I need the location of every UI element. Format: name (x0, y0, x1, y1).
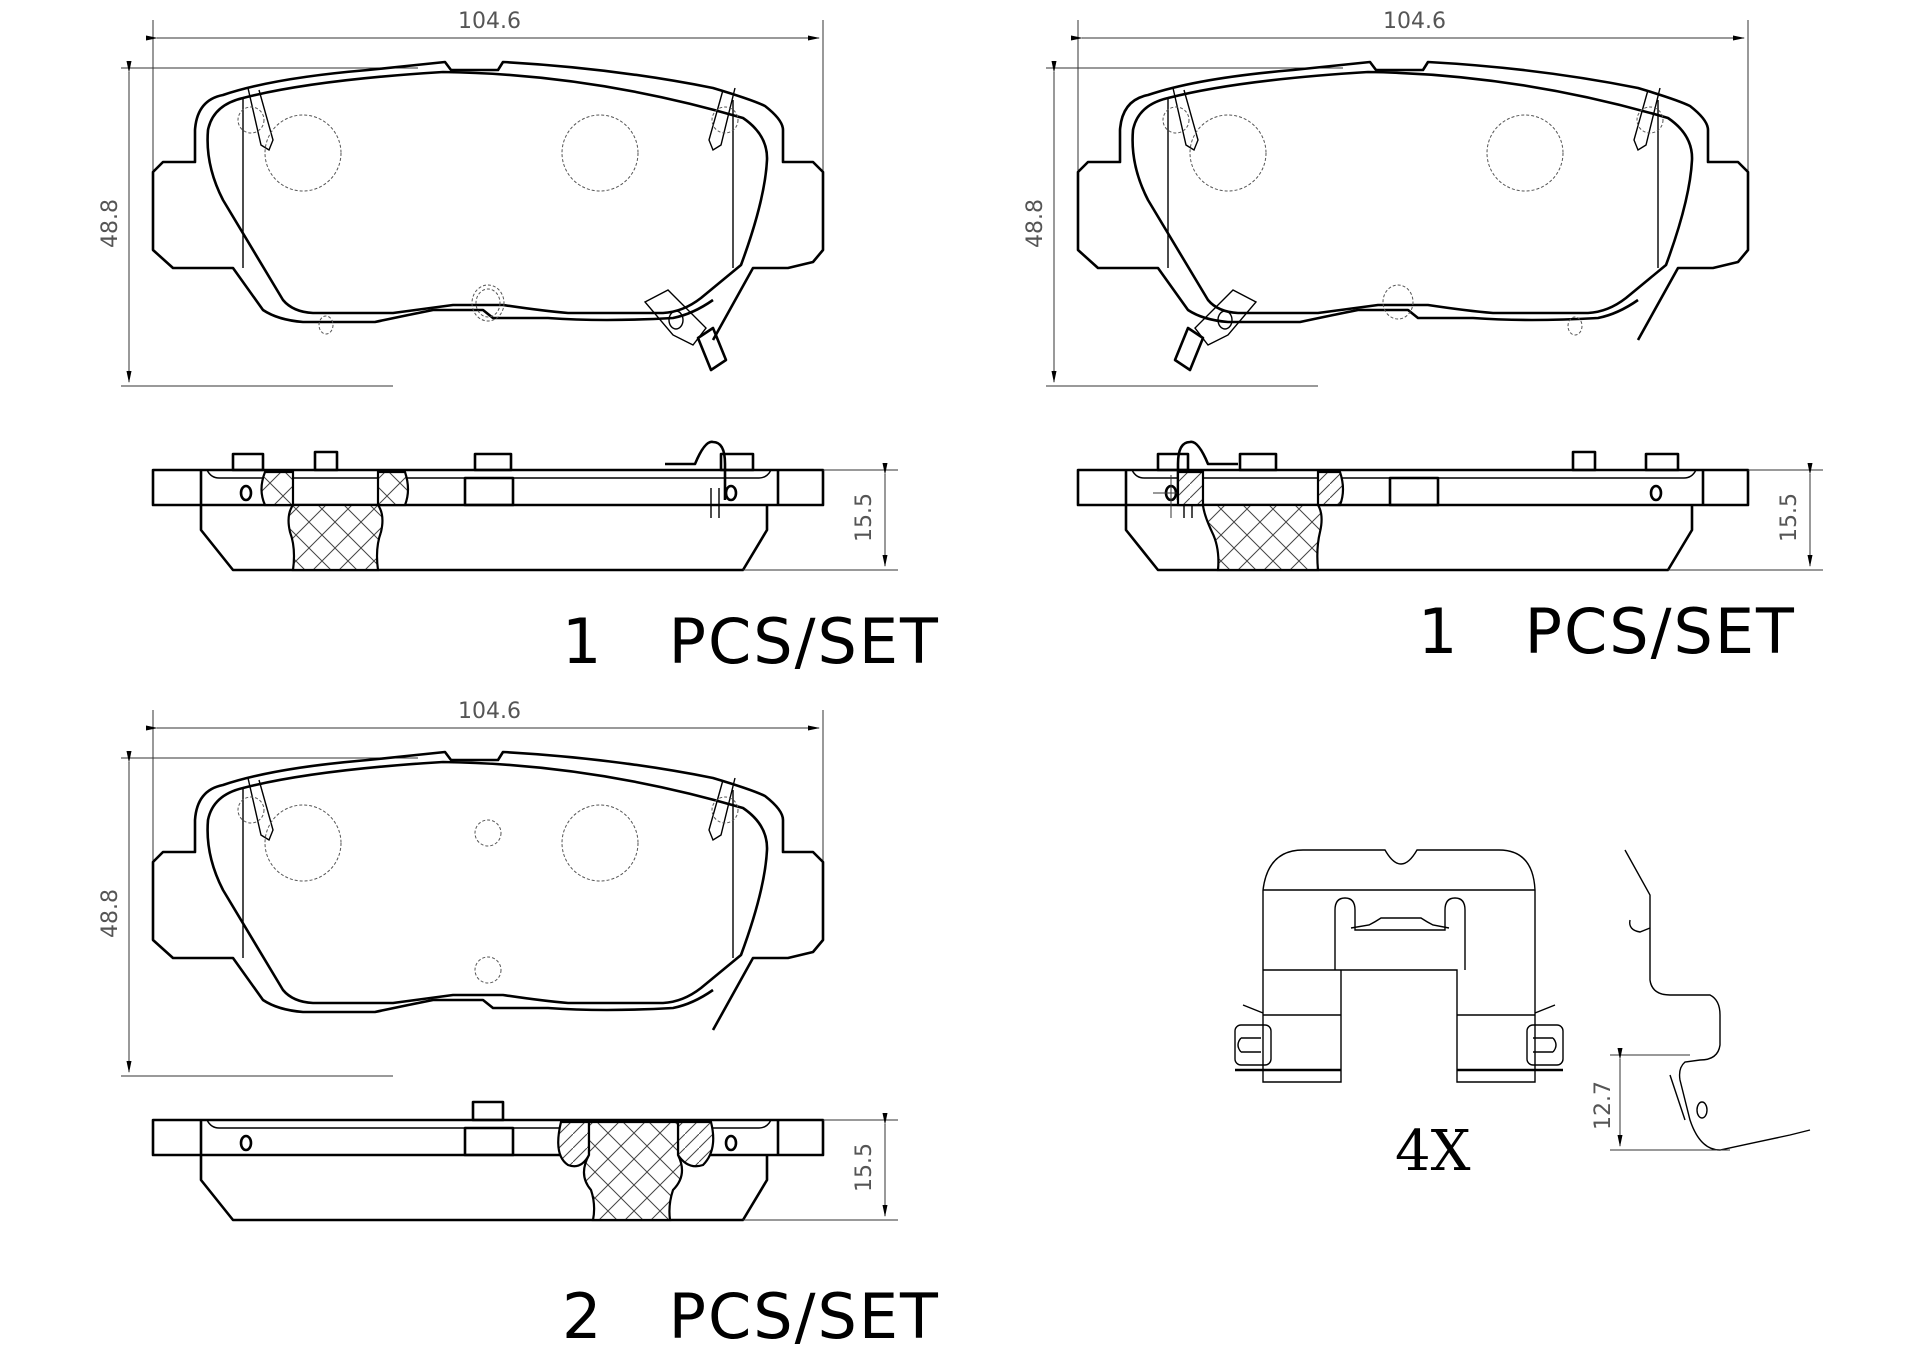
quantity-label-top-right: 1 PCS/SET (1418, 595, 1796, 668)
width-dimension: 104.6 (458, 699, 521, 724)
pad-side-view-bottom-left: 15.5 (151, 1100, 898, 1222)
quantity-label-clip: 4X (1395, 1119, 1471, 1184)
quantity-label-top-left: 1 PCS/SET (562, 605, 940, 678)
width-dimension: 104.6 (458, 9, 521, 34)
thickness-dimension: 15.5 (852, 1143, 877, 1192)
thickness-dimension: 15.5 (1777, 493, 1802, 542)
hardware-clip-front-view (1234, 849, 1564, 1083)
pad-side-view-top-left: 15.5 (151, 440, 898, 572)
height-dimension: 48.8 (1023, 199, 1048, 248)
quantity-label-bottom-left: 2 PCS/SET (562, 1280, 940, 1353)
pad-side-view-top-right: 15.5 (1076, 440, 1823, 572)
pad-front-view-top-left: 104.6 48.8 (98, 9, 825, 387)
height-dimension: 48.8 (98, 199, 123, 248)
pad-front-view-top-right: 104.6 48.8 (1023, 9, 1750, 387)
hardware-clip-side-view: 12.7 (1591, 849, 1811, 1151)
pad-front-view-bottom-left: 104.6 48.8 (98, 699, 825, 1077)
clip-height-dimension: 12.7 (1591, 1081, 1616, 1130)
width-dimension: 104.6 (1383, 9, 1446, 34)
thickness-dimension: 15.5 (852, 493, 877, 542)
height-dimension: 48.8 (98, 889, 123, 938)
